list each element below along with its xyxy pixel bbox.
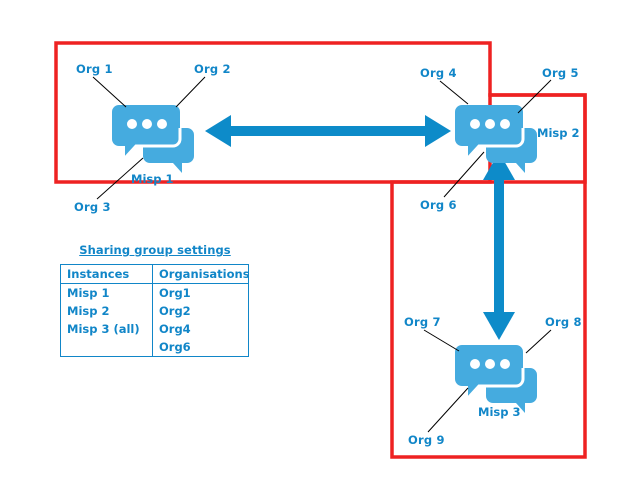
cell-instance: Misp 3 (all)	[60, 320, 153, 338]
org-label-org-9: Org 9	[408, 433, 445, 447]
misp-instance-icon-2	[455, 105, 537, 173]
settings-table: Instances Organisations Misp 1 Org1 Misp…	[60, 264, 250, 357]
misp-instance-label-3: Misp 3	[478, 405, 521, 419]
cell-organisation: Org6	[152, 338, 249, 357]
cell-instance	[60, 338, 153, 357]
org-label-org-6: Org 6	[420, 198, 457, 212]
leader-line-org-4	[439, 80, 469, 105]
connector-misp2-misp3	[483, 152, 515, 340]
org-label-org-7: Org 7	[404, 315, 441, 329]
org-label-org-8: Org 8	[545, 315, 582, 329]
leader-lines	[92, 76, 552, 433]
org-label-org-3: Org 3	[74, 200, 111, 214]
table-row: Misp 1 Org1	[60, 283, 249, 302]
table-header-row: Instances Organisations	[60, 264, 250, 284]
org-label-org-2: Org 2	[194, 62, 231, 76]
leader-line-org-8	[525, 329, 552, 354]
column-header-instances: Instances	[60, 264, 153, 284]
cell-organisation: Org4	[152, 320, 249, 338]
settings-table-body: Misp 1 Org1 Misp 2 Org2 Misp 3 (all) Org…	[60, 283, 249, 357]
leader-line-org-5	[517, 79, 552, 114]
cell-instance: Misp 1	[60, 283, 153, 302]
org-label-org-5: Org 5	[542, 66, 579, 80]
leader-line-org-3	[96, 157, 144, 200]
sharing-group-settings: Sharing group settings Instances Organis…	[60, 243, 250, 357]
group-box-right	[390, 93, 587, 459]
connector-misp1-misp2	[205, 115, 451, 147]
cell-organisation: Org1	[152, 283, 249, 302]
leader-line-org-7	[423, 329, 460, 352]
misp-instance-label-1: Misp 1	[131, 172, 174, 186]
leader-line-org-9	[427, 387, 469, 433]
table-row: Misp 2 Org2	[60, 302, 249, 320]
column-header-organisations: Organisations	[152, 264, 250, 284]
settings-title: Sharing group settings	[79, 243, 231, 257]
cell-instance: Misp 2	[60, 302, 153, 320]
misp-instance-icon-3	[455, 345, 537, 413]
misp-instance-icon-1	[112, 105, 194, 173]
org-label-org-1: Org 1	[76, 62, 113, 76]
table-row: Misp 3 (all) Org4	[60, 320, 249, 338]
cell-organisation: Org2	[152, 302, 249, 320]
org-label-org-4: Org 4	[420, 66, 457, 80]
leader-line-org-6	[443, 151, 485, 198]
misp-instance-label-2: Misp 2	[537, 126, 580, 140]
leader-line-org-1	[92, 76, 127, 108]
leader-line-org-2	[175, 76, 206, 108]
table-row: Org6	[60, 338, 249, 357]
